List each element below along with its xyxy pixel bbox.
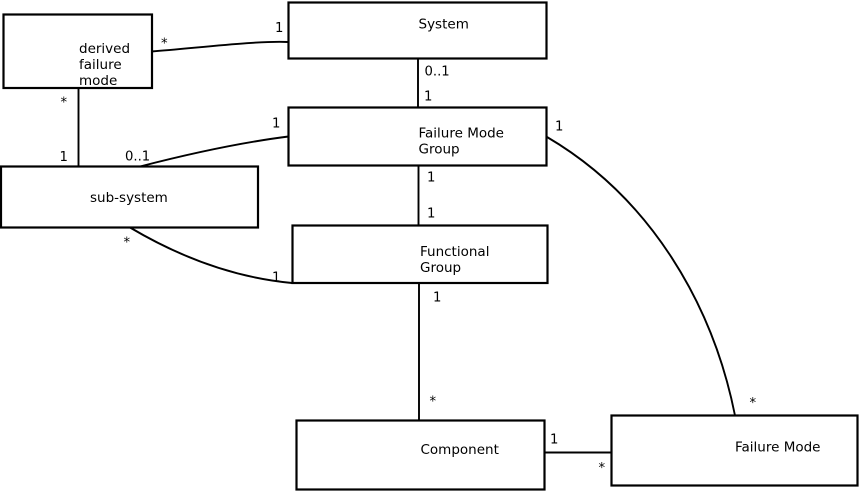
sub-system-label: sub-system [90, 190, 168, 206]
class-box-failure-mode: Failure Mode [610, 414, 859, 487]
system-rect [287, 1, 548, 60]
multiplicity-label: 1 [424, 90, 432, 105]
association-failure-mode-group--sub-system [139, 135, 289, 168]
class-box-derived-failure-mode: derived failure mode [2, 13, 154, 90]
functional-group-rect [291, 224, 549, 285]
multiplicity-label: 1 [272, 271, 280, 286]
derived-failure-mode-label-line1: derived [79, 41, 130, 57]
multiplicity-label: 1 [427, 207, 435, 222]
multiplicity-label: 1 [427, 171, 435, 186]
derived-failure-mode-label-line3: mode [79, 73, 117, 89]
sub-system-rect [0, 165, 260, 229]
multiplicity-label: 1 [555, 120, 563, 135]
multiplicity-label: 1 [275, 21, 283, 36]
association-sub-system--functional-group [129, 226, 293, 284]
class-box-failure-mode-group: Failure Mode Group [287, 106, 548, 167]
functional-group-label-line2: Group [420, 260, 461, 276]
association-failure-mode-group--failure-mode [546, 136, 736, 416]
failure-mode-label: Failure Mode [735, 440, 821, 456]
class-box-functional-group: Functional Group [291, 224, 549, 285]
failure-mode-group-label-line1: Failure Mode [419, 126, 505, 142]
class-box-sub-system: sub-system [0, 165, 260, 229]
functional-group-label-line1: Functional [420, 244, 489, 260]
failure-mode-group-rect [287, 106, 548, 167]
multiplicity-label: * [124, 236, 131, 251]
multiplicity-label: * [61, 96, 68, 111]
association-derived-failure-mode--system [151, 40, 289, 53]
class-box-system: System [287, 1, 548, 60]
multiplicity-labels: * 1 * 1 0..1 1 1 0..1 1 1 * 1 1 * 1 * 1 … [60, 21, 757, 476]
component-label: Component [421, 442, 499, 458]
multiplicity-label: * [430, 395, 437, 410]
multiplicity-label: * [750, 396, 757, 411]
failure-mode-group-label-line2: Group [419, 142, 460, 158]
multiplicity-label: 1 [60, 150, 68, 165]
derived-failure-mode-label-line2: failure [79, 57, 122, 73]
multiplicity-label: 1 [433, 291, 441, 306]
multiplicity-label: 0..1 [125, 150, 150, 165]
multiplicity-label: * [599, 461, 606, 476]
derived-failure-mode-rect [2, 13, 154, 90]
associations [77, 40, 736, 454]
system-label: System [419, 17, 469, 33]
multiplicity-label: 1 [550, 433, 558, 448]
multiplicity-label: 1 [272, 117, 280, 132]
multiplicity-label: * [161, 37, 168, 52]
class-box-component: Component [295, 419, 546, 491]
multiplicity-label: 0..1 [425, 65, 450, 80]
failure-mode-rect [610, 414, 859, 487]
component-rect [295, 419, 546, 491]
